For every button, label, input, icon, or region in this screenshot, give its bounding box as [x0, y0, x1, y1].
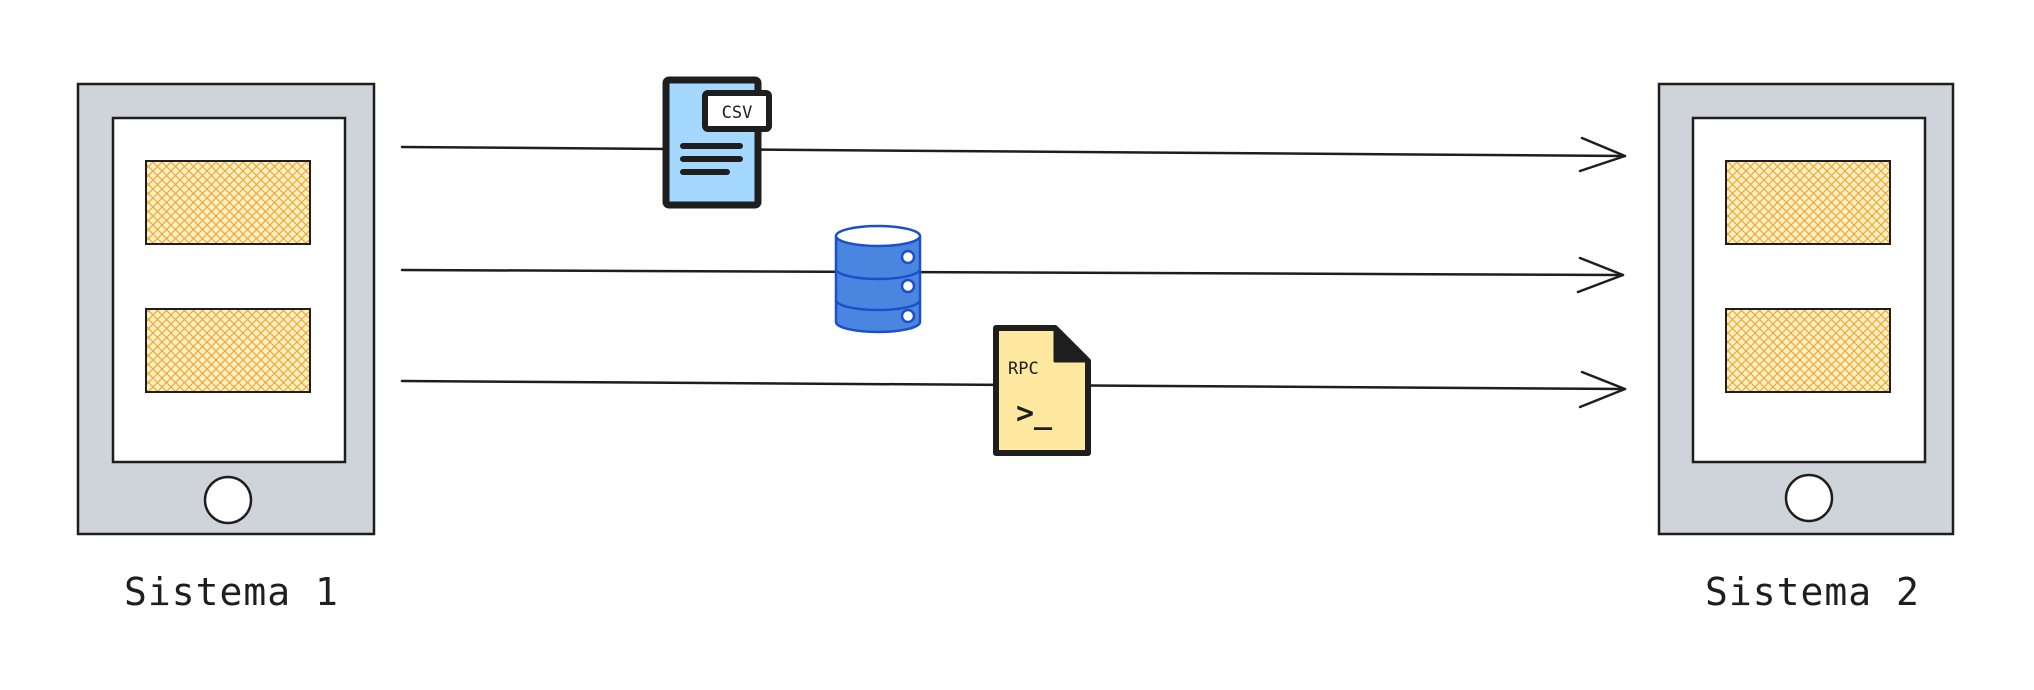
rpc-prompt-glyph: >_ — [1016, 396, 1053, 431]
device-1-panel-bottom — [145, 308, 311, 393]
device-2-panel-top — [1725, 160, 1891, 245]
rpc-terminal-file-icon: RPC >_ — [993, 325, 1091, 456]
system-2-device — [1657, 82, 1955, 536]
arrow-database — [400, 256, 1625, 294]
csv-badge-label: CSV — [722, 103, 753, 123]
device-1-panel-top — [145, 160, 311, 245]
system-1-device — [76, 82, 376, 536]
device-1-home-button — [203, 475, 253, 525]
database-icon — [834, 224, 922, 334]
device-2-panel-bottom — [1725, 308, 1891, 393]
system-2-label: Sistema 2 — [1705, 570, 1920, 614]
device-2-home-button — [1784, 473, 1834, 523]
arrow-csv — [400, 136, 1627, 173]
rpc-tag-label: RPC — [1008, 359, 1039, 379]
csv-badge — [702, 90, 772, 132]
system-1-label: Sistema 1 — [124, 570, 339, 614]
csv-file-icon: CSV — [662, 76, 772, 209]
